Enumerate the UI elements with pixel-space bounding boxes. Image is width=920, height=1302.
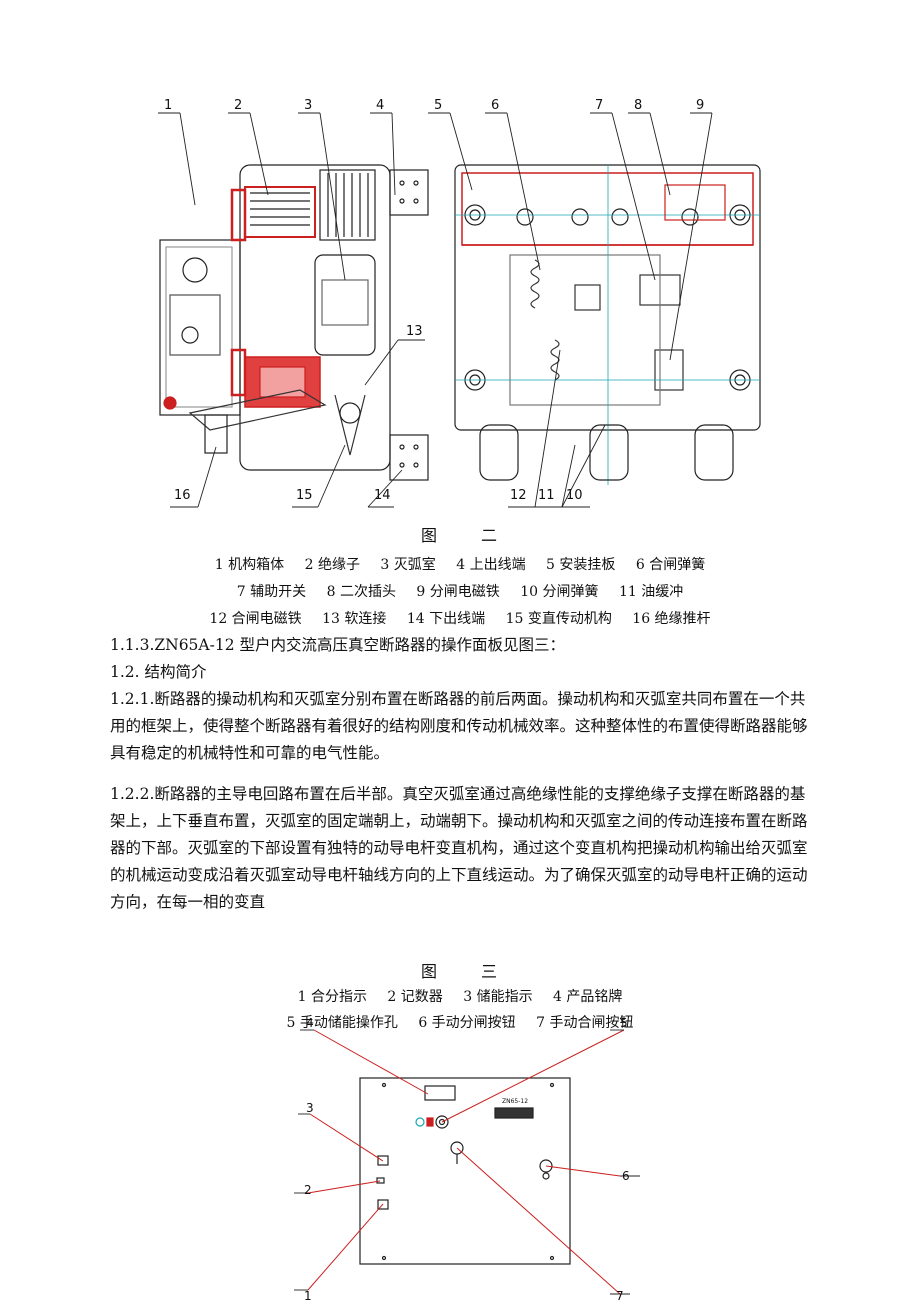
section-1-1-3-heading: 1.1.3.ZN65A-12 型户内交流高压真空断路器的操作面板见图三： xyxy=(110,636,566,654)
figure-2-legend-row-2: 7 辅助开关 8 二次插头 9 分闸电磁铁 10 分闸弹簧 11 油缓冲 xyxy=(0,581,920,601)
fig2-callout-12: 12 xyxy=(510,488,527,503)
fig2-callout-13: 13 xyxy=(406,324,423,339)
fig2-callout-16: 16 xyxy=(174,488,191,503)
rear-view xyxy=(454,164,761,485)
figure-3-drawing: ZN65-12 4 5 3 2 1 6 7 xyxy=(294,1018,640,1302)
fig2-callout-2: 2 xyxy=(234,98,242,113)
fig2-callout-8: 8 xyxy=(634,98,642,113)
section-1-2-1-paragraph: 1.2.1.断路器的操动机构和灭弧室分别布置在断路器的前后两面。操动机构和灭弧室… xyxy=(110,690,808,762)
legend-item: 3 灭弧室 xyxy=(380,557,436,573)
fig2-callout-4: 4 xyxy=(376,98,384,113)
legend-item: 14 下出线端 xyxy=(406,611,486,627)
figure-2-caption-prefix: 图 xyxy=(420,526,439,545)
fig2-callout-7: 7 xyxy=(595,98,603,113)
legend-item: 2 记数器 xyxy=(387,989,443,1005)
vacuum-interrupter xyxy=(314,254,376,356)
figure-2-drawing: 1 2 3 4 5 6 7 8 9 10 11 12 13 14 15 16 xyxy=(158,98,761,508)
lower-terminal xyxy=(389,434,429,481)
legend-item: 4 产品铭牌 xyxy=(553,989,623,1005)
legend-item: 2 绝缘子 xyxy=(304,557,360,573)
legend-item: 10 分闸弹簧 xyxy=(520,584,599,600)
heatsink xyxy=(319,169,376,241)
fig3-callout-4: 4 xyxy=(306,1018,314,1030)
figure-2-legend-row-3: 12 合闸电磁铁 13 软连接 14 下出线端 15 变直传动机构 16 绝缘推… xyxy=(0,608,920,628)
legend-item: 7 手动合闸按钮 xyxy=(536,1015,634,1031)
counter-window xyxy=(376,1177,385,1184)
fig2-callout-15: 15 xyxy=(296,488,313,503)
legend-item: 3 储能指示 xyxy=(463,989,533,1005)
legend-item: 9 分闸电磁铁 xyxy=(416,584,500,600)
figure-2-caption: 图二 xyxy=(0,522,920,546)
upper-terminal xyxy=(389,169,429,216)
panel-model-text: ZN65-12 xyxy=(502,1098,528,1105)
legend-item: 4 上出线端 xyxy=(456,557,526,573)
figure-3-legend-row-2: 5 手动储能操作孔 6 手动分闸按钮 7 手动合闸按钮 xyxy=(0,1012,920,1032)
fig3-callout-5: 5 xyxy=(620,1018,628,1030)
figure-3-legend-row-1: 1 合分指示 2 记数器 3 储能指示 4 产品铭牌 xyxy=(0,986,920,1006)
fig2-callout-11: 11 xyxy=(538,488,555,503)
legend-item: 5 安装挂板 xyxy=(546,557,616,573)
legend-item: 6 合闸弹簧 xyxy=(635,557,706,573)
legend-item: 6 手动分闸按钮 xyxy=(418,1015,516,1031)
fig3-callout-3: 3 xyxy=(306,1101,314,1115)
legend-item: 16 绝缘推杆 xyxy=(632,611,711,627)
fig2-callout-10: 10 xyxy=(566,488,583,503)
legend-item: 5 手动储能操作孔 xyxy=(286,1015,398,1031)
operating-panel xyxy=(359,1077,571,1265)
fig2-callout-3: 3 xyxy=(304,98,312,113)
legend-item: 1 合分指示 xyxy=(297,989,367,1005)
fig2-callout-5: 5 xyxy=(434,98,442,113)
fig3-callout-7: 7 xyxy=(616,1289,624,1302)
figure-2-legend-row-1: 1 机构箱体 2 绝缘子 3 灭弧室 4 上出线端 5 安装挂板 6 合闸弹簧 xyxy=(0,554,920,574)
fig3-callout-1: 1 xyxy=(304,1289,312,1302)
legend-item: 15 变直传动机构 xyxy=(505,611,612,627)
fig2-callout-14: 14 xyxy=(374,488,391,503)
fig2-callout-1: 1 xyxy=(164,98,172,113)
manual-open-button[interactable] xyxy=(539,1159,553,1173)
manual-charge-hole[interactable] xyxy=(435,1115,449,1129)
figure-3-caption: 图三 xyxy=(0,958,920,982)
mechanism-box xyxy=(159,239,241,416)
fig2-callout-6: 6 xyxy=(491,98,499,113)
model-plate xyxy=(494,1107,534,1119)
open-close-indicator xyxy=(377,1199,389,1210)
figure-3-caption-prefix: 图 xyxy=(420,962,439,981)
figure-2-caption-number: 二 xyxy=(481,526,500,545)
charge-indicator xyxy=(377,1155,389,1166)
section-1-2-2-paragraph: 1.2.2.断路器的主导电回路布置在后半部。真空灭弧室通过高绝缘性能的支撑绝缘子… xyxy=(110,785,808,911)
legend-item: 7 辅助开关 xyxy=(236,584,307,600)
upper-insulator xyxy=(244,186,316,238)
indicator-icon xyxy=(415,1117,425,1127)
legend-item: 11 油缓冲 xyxy=(618,584,684,600)
section-1-2-heading: 1.2. 结构简介 xyxy=(110,663,207,681)
fig3-callout-6: 6 xyxy=(622,1169,630,1183)
legend-item: 12 合闸电磁铁 xyxy=(209,611,302,627)
legend-item: 13 软连接 xyxy=(322,611,387,627)
fig3-callout-2: 2 xyxy=(304,1183,312,1197)
legend-item: 8 二次插头 xyxy=(326,584,396,600)
nameplate-window xyxy=(424,1085,456,1101)
legend-item: 1 机构箱体 xyxy=(214,557,285,573)
figure-3-caption-number: 三 xyxy=(481,962,500,981)
fig2-callout-9: 9 xyxy=(696,98,704,113)
